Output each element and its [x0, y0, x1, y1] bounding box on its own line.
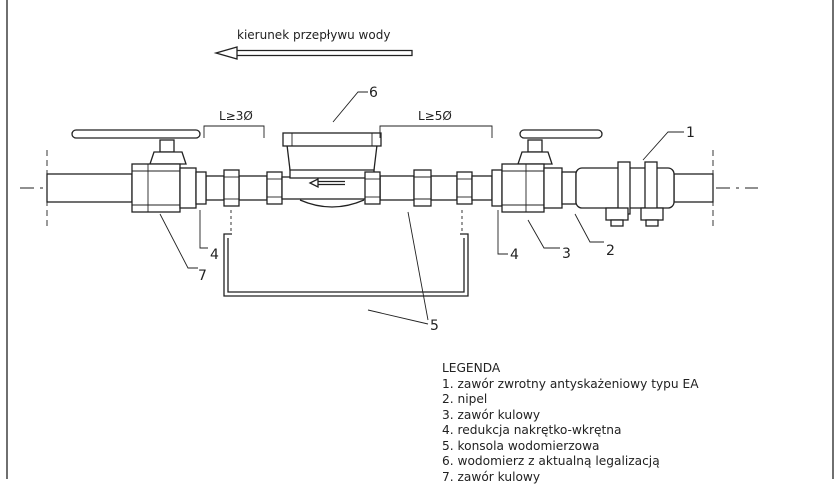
dimension-right-label: L≥5Ø: [418, 109, 452, 123]
callout-7: 7: [198, 268, 207, 284]
legend-item-7: 7. zawór kulowy: [442, 470, 699, 485]
callout-2: 2: [606, 243, 615, 259]
meter-bracket: [224, 234, 468, 296]
legend-item-1: 1. zawór zwrotny antyskażeniowy typu EA: [442, 377, 699, 393]
callout-4-left: 4: [210, 247, 219, 263]
dimension-left: L≥3Ø: [204, 109, 264, 138]
legend-item-6: 6. wodomierz z aktualną legalizacją: [442, 454, 699, 470]
legend: LEGENDA 1. zawór zwrotny antyskażeniowy …: [442, 361, 699, 485]
dimension-right: L≥5Ø: [380, 109, 492, 138]
legend-item-3: 3. zawór kulowy: [442, 408, 699, 424]
legend-item-5: 5. konsola wodomierzowa: [442, 439, 699, 455]
dimension-left-label: L≥3Ø: [219, 109, 253, 123]
callout-5: 5: [430, 318, 439, 334]
flow-direction-arrow: kierunek przepływu wody: [216, 28, 412, 59]
legend-title: LEGENDA: [442, 361, 699, 377]
callout-6: 6: [369, 85, 378, 101]
callout-4-right: 4: [510, 247, 519, 263]
callout-3: 3: [562, 246, 571, 262]
backflow-preventer: [576, 162, 674, 226]
flow-label: kierunek przepływu wody: [237, 28, 390, 42]
drawing-frame: [7, 0, 833, 479]
legend-item-2: 2. nipel: [442, 392, 699, 408]
callout-1: 1: [686, 125, 695, 141]
legend-item-4: 4. redukcja nakrętko-wkrętna: [442, 423, 699, 439]
nipple: [562, 172, 576, 204]
